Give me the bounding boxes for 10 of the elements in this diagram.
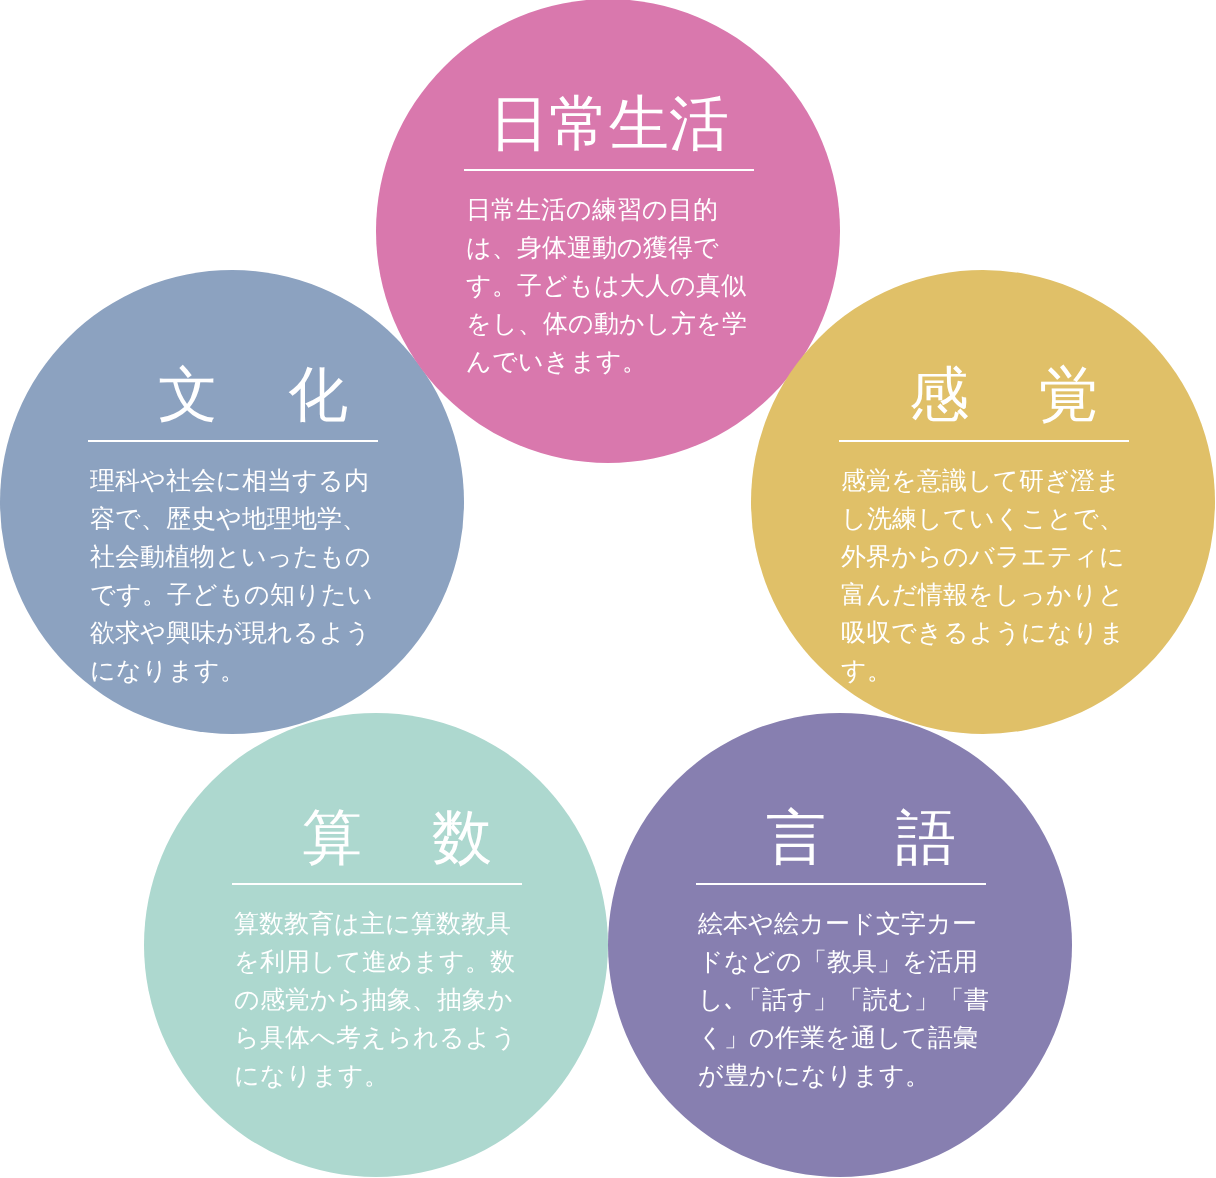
circle-description: 理科や社会に相当する内容で、歴史や地理地学、社会動植物といったものです。子どもの知りたい欲求や興味が現れるようになります。 [90, 465, 374, 687]
circle-description: 絵本や絵カード文字カードなどの「教具」を活用し､「話す」「読む」「書く」の作業を通して語彙が豊かになります。 [698, 908, 990, 1092]
circle-title: 感覚 [839, 352, 1129, 442]
circle-title: 算数 [232, 795, 522, 885]
circle-title: 言語 [696, 795, 986, 885]
circle-description: 感覚を意識して研ぎ澄まし洗練していくことで、外界からのバラエティに富んだ情報をしっかりと吸収できるようになります。 [841, 465, 1126, 687]
circle-title: 日常生活 [464, 81, 754, 171]
circle-title: 文化 [88, 352, 378, 442]
circle-description: 日常生活の練習の目的は、身体運動の獲得です。子どもは大人の真似をし、体の動かし方を学んでいきます。 [466, 194, 748, 378]
circle-description: 算数教育は主に算数教具を利用して進めます。数の感覚から抽象、抽象から具体へ考えられるようになります。 [234, 908, 518, 1092]
